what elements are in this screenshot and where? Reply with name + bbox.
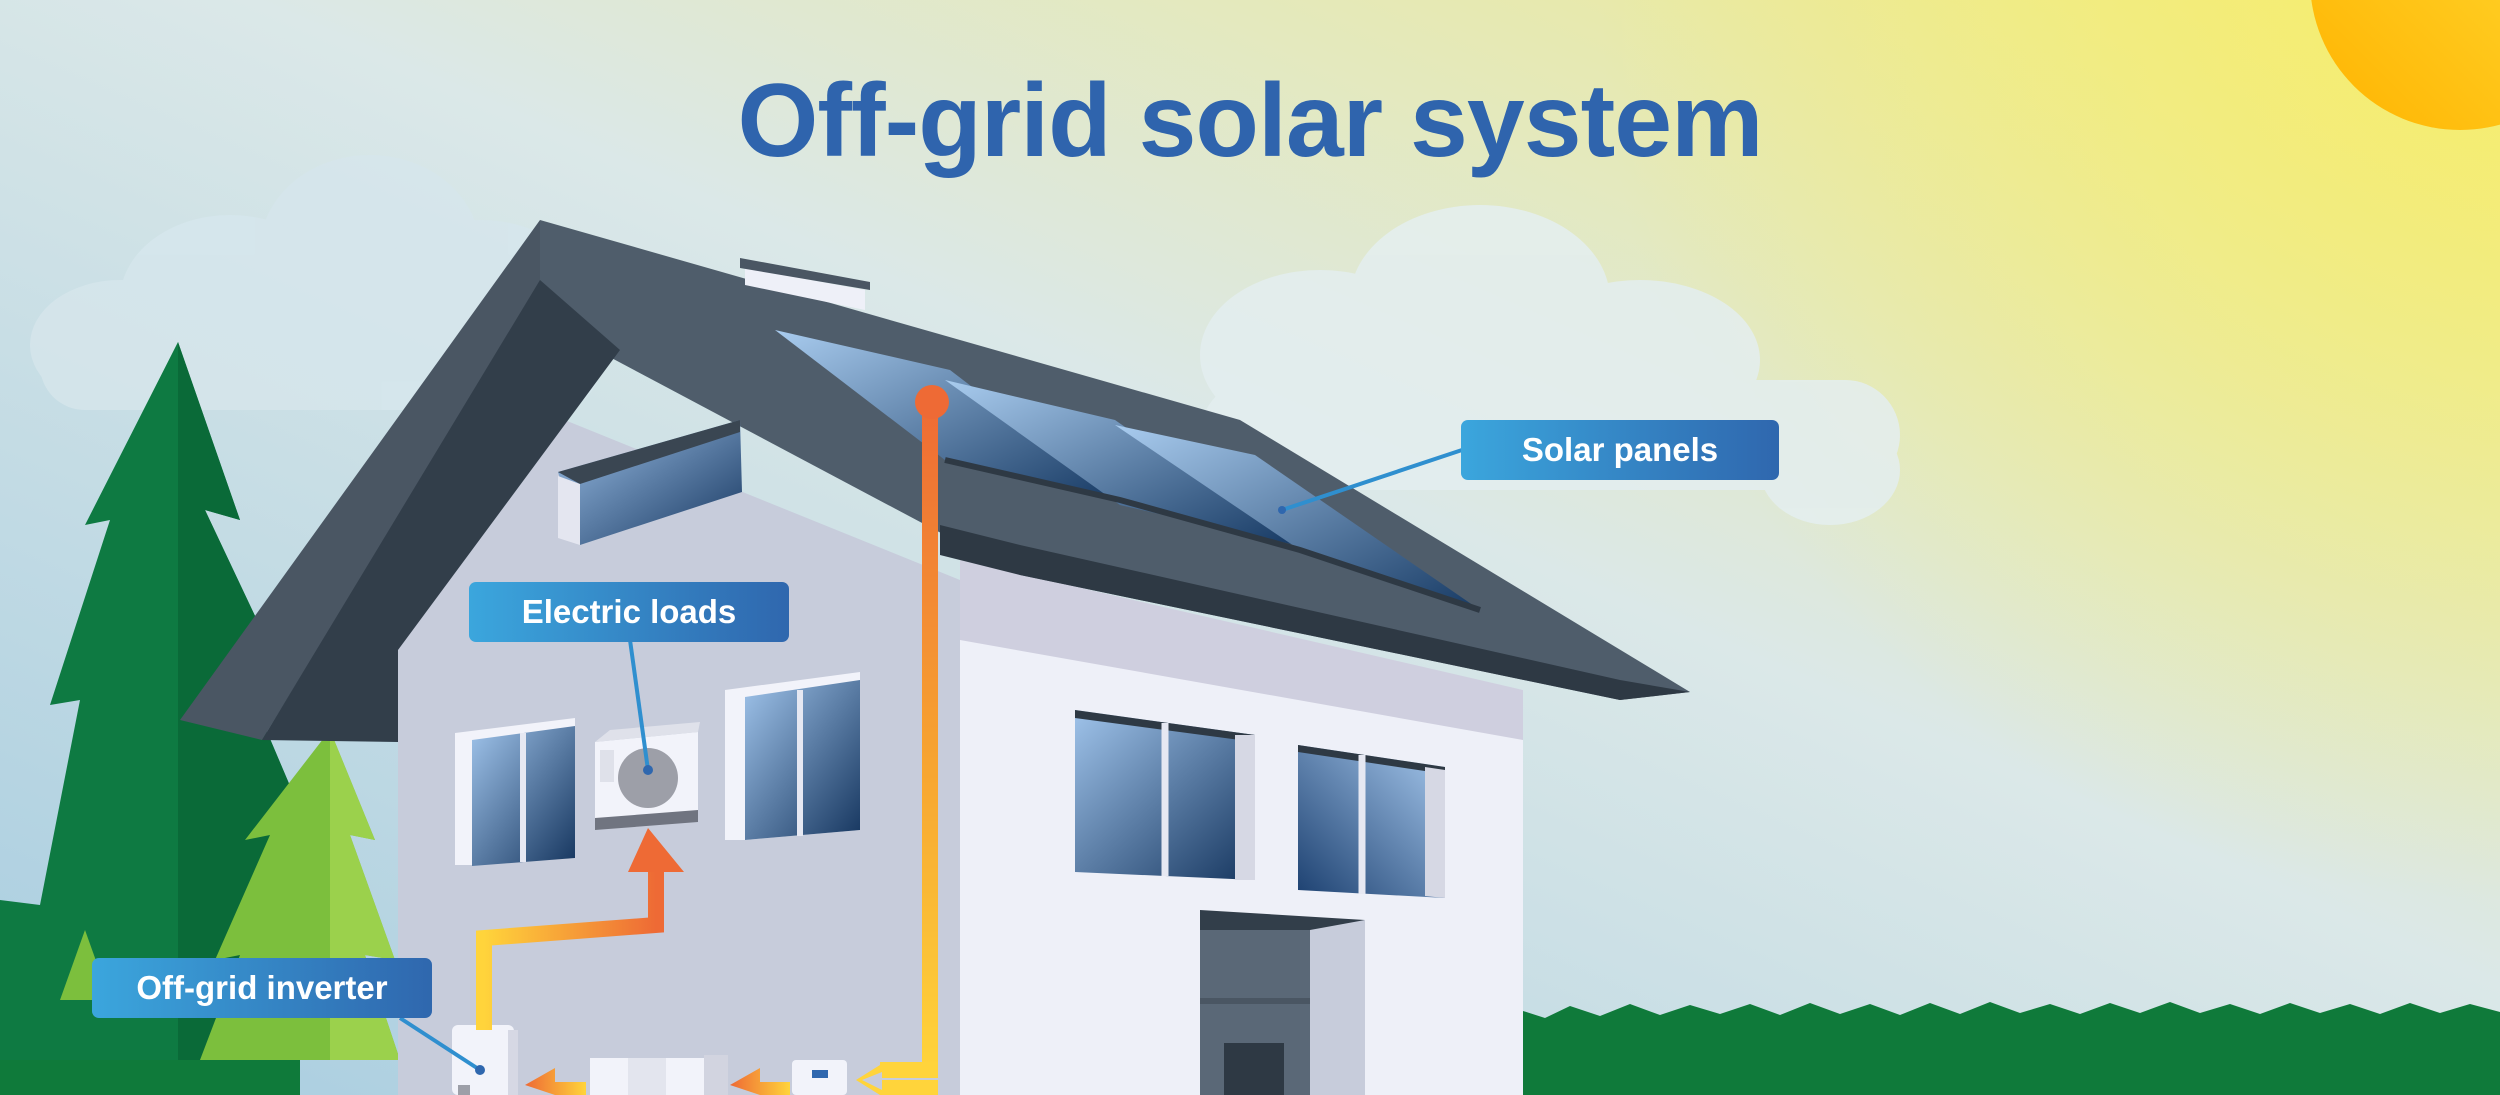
solar-panels [775,330,1481,613]
leader-solar [1281,448,1463,512]
inverter-device-icon [452,1025,518,1095]
arrow-to-load [628,828,684,872]
panel-connection-dot [915,385,949,419]
power-line-vertical [922,398,938,1070]
cloud-right [1200,205,1900,525]
front-door [1200,910,1365,1095]
gable-window-right [725,672,860,840]
callout-solar-panels: Solar panels [1461,420,1779,480]
leader-inverter [398,1016,482,1072]
air-conditioner-icon [595,722,700,830]
power-flow [476,385,949,1095]
callout-leaders [398,448,1463,1072]
attic-window [558,420,742,545]
leader-loads [628,639,650,771]
callout-offgrid-inverter: Off-grid inverter [92,958,432,1018]
diagram-title: Off-grid solar system [737,63,1763,179]
arrow-to-inverter [525,1068,586,1095]
house [180,220,1690,1095]
charge-controller-icon [792,1060,847,1095]
power-line-to-load [476,870,664,1030]
callout-electric-loads: Electric loads [469,582,789,642]
front-window-left [1075,710,1255,880]
gable-window-left [455,718,575,866]
front-window-right [1298,745,1445,898]
sun-icon [2311,0,2500,130]
arrow-to-batteries [730,1068,790,1095]
battery-bank-icon [590,1055,728,1095]
